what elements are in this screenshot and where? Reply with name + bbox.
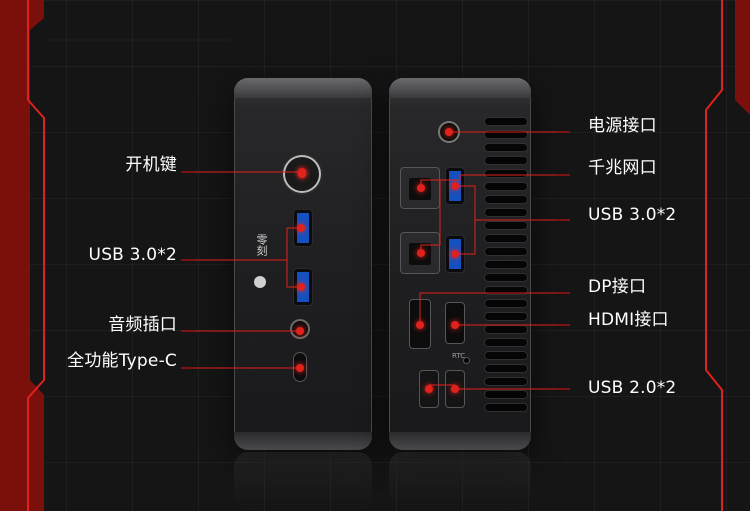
vent-slot bbox=[485, 157, 527, 164]
audio-marker bbox=[296, 327, 304, 335]
rear-reflection bbox=[389, 452, 531, 507]
rtc-text: RTC bbox=[452, 352, 466, 360]
vent-slot bbox=[485, 144, 527, 151]
vent-slot bbox=[485, 313, 527, 320]
tick-hdmi bbox=[556, 324, 570, 326]
label-typec: 全功能Type-C bbox=[67, 351, 177, 371]
vent-slot bbox=[485, 222, 527, 229]
tick-usb2 bbox=[556, 388, 570, 390]
vent-slot bbox=[485, 183, 527, 190]
tick-lan bbox=[556, 174, 570, 176]
label-front-usb3: USB 3.0*2 bbox=[88, 245, 177, 265]
front-bottom-cap bbox=[234, 432, 372, 450]
front-reflection bbox=[234, 452, 372, 507]
vent-slot bbox=[485, 170, 527, 177]
tick-power-button bbox=[181, 171, 195, 173]
vent-slot bbox=[485, 378, 527, 385]
rear-top-cap bbox=[389, 78, 531, 98]
label-dc-power: 电源接口 bbox=[588, 116, 657, 136]
front-usb3-marker-1 bbox=[297, 224, 305, 232]
label-rear-usb3: USB 3.0*2 bbox=[588, 205, 677, 225]
usb2-marker-1 bbox=[425, 385, 433, 393]
hdmi-marker bbox=[451, 321, 459, 329]
dp-marker bbox=[416, 321, 424, 329]
vent-slot bbox=[485, 235, 527, 242]
label-power-button: 开机键 bbox=[125, 155, 177, 175]
label-lan: 千兆网口 bbox=[588, 158, 657, 178]
rear-usb3-marker-1 bbox=[451, 182, 459, 190]
vent-slot bbox=[485, 391, 527, 398]
vent-slot bbox=[485, 287, 527, 294]
vent-slot bbox=[485, 300, 527, 307]
lan-marker-1 bbox=[417, 184, 425, 192]
label-dp: DP接口 bbox=[588, 277, 647, 297]
lan-marker-2 bbox=[417, 249, 425, 257]
label-audio: 音频插口 bbox=[108, 315, 177, 335]
vent-slot bbox=[485, 326, 527, 333]
vent-slot bbox=[485, 339, 527, 346]
usb2-marker-2 bbox=[451, 385, 459, 393]
vent-slot bbox=[485, 131, 527, 138]
vent-slot bbox=[485, 404, 527, 411]
vent-slot bbox=[485, 118, 527, 125]
tick-dc-power bbox=[556, 131, 570, 133]
vent-slot bbox=[485, 365, 527, 372]
power-button-marker bbox=[298, 168, 306, 176]
tick-audio bbox=[181, 330, 195, 332]
front-usb3-marker-2 bbox=[297, 283, 305, 291]
vent-slot bbox=[485, 274, 527, 281]
typec-marker bbox=[296, 364, 304, 372]
label-usb2: USB 2.0*2 bbox=[588, 378, 677, 398]
rear-bottom-cap bbox=[389, 432, 531, 450]
vent-slot bbox=[485, 248, 527, 255]
brand-logo: 零刻 bbox=[255, 234, 268, 256]
tick-front-usb3 bbox=[181, 259, 195, 261]
dc-power-marker bbox=[445, 128, 453, 136]
front-top-cap bbox=[234, 78, 372, 98]
vent-slot bbox=[485, 209, 527, 216]
vent-slot bbox=[485, 261, 527, 268]
tick-rear-usb3 bbox=[556, 219, 570, 221]
rtc-reset-hole[interactable] bbox=[464, 358, 469, 363]
tick-dp bbox=[556, 292, 570, 294]
vent-slot bbox=[485, 196, 527, 203]
vent-slot bbox=[485, 352, 527, 359]
rear-usb3-marker-2 bbox=[451, 250, 459, 258]
front-device bbox=[234, 78, 372, 450]
brand-logo-circle bbox=[254, 276, 266, 288]
label-hdmi: HDMI接口 bbox=[588, 310, 669, 330]
tick-typec bbox=[181, 367, 195, 369]
